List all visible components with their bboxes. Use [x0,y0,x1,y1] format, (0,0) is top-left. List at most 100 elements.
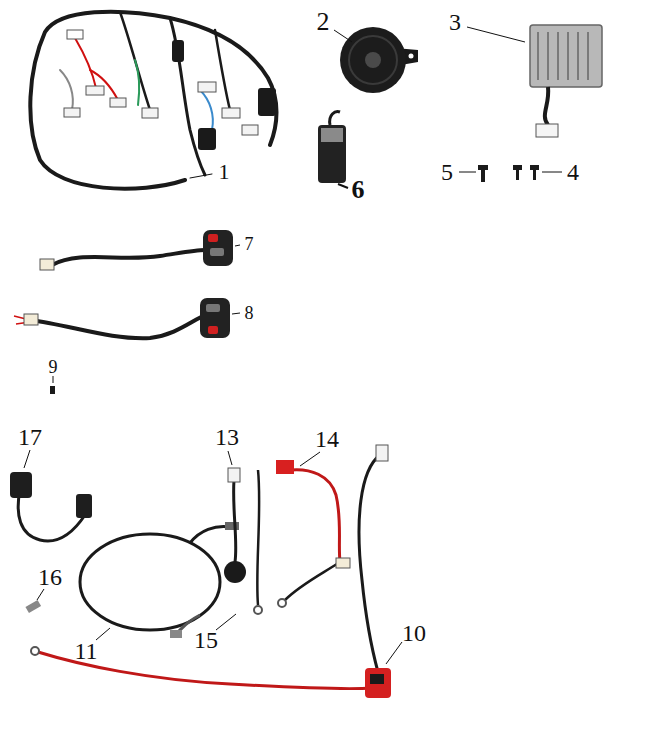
battery-cable [31,445,402,698]
switch-cable [30,315,205,338]
right-switch [14,298,240,338]
callout-number: 15 [194,628,218,652]
bolt-shank [516,170,519,180]
harness-wire [135,60,139,105]
callout-number: 16 [38,565,62,589]
callout-number: 17 [18,425,42,449]
cable-end [190,527,230,543]
leader-line [53,376,54,383]
connector [198,82,216,92]
callout-number: 2 [317,9,330,35]
connector [258,88,276,116]
connector [172,40,184,62]
bolt-head [513,165,522,170]
harness-branch [215,30,230,110]
callout-number: 4 [567,160,579,184]
leader-line [24,450,30,468]
leader-line [235,245,240,246]
switch-button [208,326,218,334]
bolt-head [530,165,539,170]
connector [242,125,258,135]
leader-line [467,27,525,42]
bolt-head [478,165,488,170]
clip-body [25,600,41,613]
fin [547,32,549,80]
harness-wire [200,90,213,130]
connector [86,86,104,95]
pickup-coil [10,450,92,541]
cable-fitting [225,522,239,530]
callout-number: 8 [245,304,254,322]
bolt-hole [409,54,414,59]
switch-button [206,304,220,312]
regulator-wire [545,87,548,125]
fin [537,32,539,80]
callout-number: 3 [449,10,461,34]
harness-wire [60,70,73,110]
callout-number: 5 [441,160,453,184]
leader-line [228,451,232,465]
leader-line [190,174,212,178]
wire [359,455,380,672]
leader-line [459,172,476,173]
leader-line [334,30,352,42]
connector [67,30,83,39]
leader-line [300,452,320,466]
connector [76,494,92,518]
screw-body [50,386,55,394]
fin [557,32,559,80]
leader-line [386,642,402,664]
leader-line [37,589,44,600]
leader-line [96,628,110,640]
bolts [459,165,562,182]
callout-number: 11 [74,639,97,663]
sender-switch [224,451,246,583]
connector [40,259,54,270]
connector [536,124,558,137]
callout-number: 7 [245,235,254,253]
regulator [467,25,602,137]
ring-terminal [254,606,262,614]
fuse-clip [25,589,44,613]
connector [228,468,240,482]
relay-wire [330,112,340,125]
leader-line [216,614,236,630]
wiring-harness [30,12,276,189]
connector [110,98,126,107]
wire [290,470,340,562]
connector [198,128,216,150]
harness-branch [120,12,150,110]
bolt-shank [533,170,536,180]
relay [318,112,348,188]
fin [577,32,579,80]
connector [64,108,80,117]
connector [142,108,158,118]
callout-number: 1 [219,161,230,183]
harness-cable [30,12,276,189]
control-cable [80,522,239,640]
sender-body [224,561,246,583]
callout-number: 10 [402,621,426,645]
switch-housing [203,230,233,266]
sender-wire [234,480,236,562]
relay-body [318,125,346,183]
ring-terminal [31,647,39,655]
connector [336,558,350,568]
ground-wire [216,470,262,630]
ring-terminal [278,599,286,607]
wire [285,562,340,600]
relay-plug [321,128,343,142]
switch-cable [52,250,205,265]
connector [376,445,388,461]
horn-body [340,27,406,93]
sensor-body [10,472,32,498]
solenoid-body [365,668,391,698]
bolt-shank [481,170,485,182]
horn-rim [349,36,397,84]
left-switch [40,230,240,270]
horn [334,27,418,93]
connector [222,108,240,118]
solenoid-cap [370,674,384,684]
